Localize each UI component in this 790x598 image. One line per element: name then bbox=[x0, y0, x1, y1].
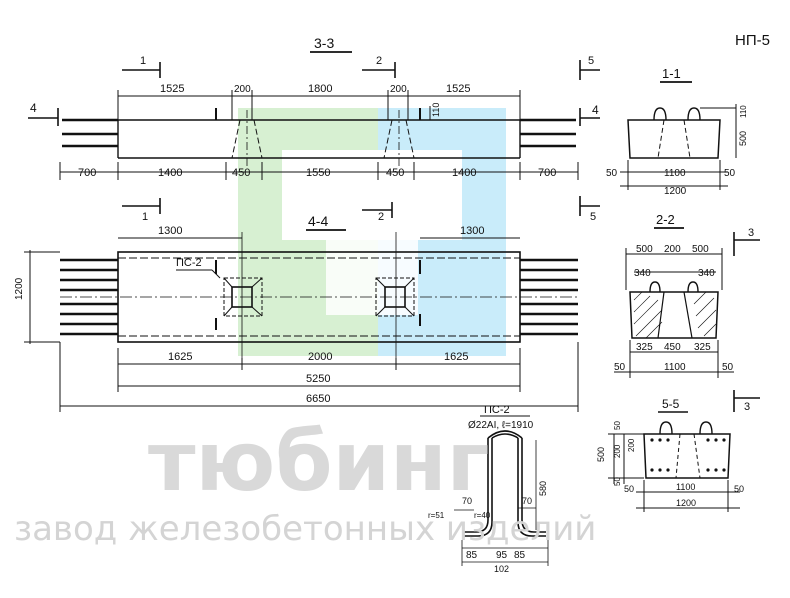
dim-3-3-bottom-1: 1400 bbox=[158, 167, 182, 179]
dim-5-5-side-3: 50 bbox=[613, 421, 622, 430]
rebar-ps2-title: ПС-2 bbox=[484, 404, 510, 416]
cut-mark-5: 5 bbox=[588, 55, 594, 67]
cut-mark-1-lower: 1 bbox=[142, 211, 148, 223]
section-5-5-title: 5-5 bbox=[662, 397, 680, 411]
rebar-dim-85-right: 85 bbox=[514, 550, 526, 561]
dim-4-4-bottom-0: 1625 bbox=[168, 351, 192, 363]
dim-3-3-side: 110 bbox=[431, 103, 441, 117]
dim-1-1-side-1: 500 bbox=[738, 131, 748, 146]
dim-5-5-side-4: 50 bbox=[613, 477, 622, 486]
section-1-1 bbox=[620, 81, 737, 190]
dim-3-3-bottom-4: 450 bbox=[386, 167, 404, 179]
rebar-ps2-spec: Ø22AI, ℓ=1910 bbox=[468, 420, 534, 431]
dim-1-1-1: 1100 bbox=[664, 168, 686, 179]
dim-4-4-overall-1: 6650 bbox=[306, 393, 330, 405]
dim-5-5-base-0: 50 bbox=[624, 484, 634, 494]
section-2-2-labels: 2-2 3 500 200 500 340 340 325 450 325 50… bbox=[614, 212, 754, 373]
section-5-5-labels: 5-5 3 500 200 200 50 50 50 1100 50 1200 bbox=[596, 397, 750, 508]
dim-3-3-bottom-0: 700 bbox=[78, 167, 96, 179]
cut-mark-1: 1 bbox=[140, 55, 146, 67]
section-3-3 bbox=[28, 51, 600, 180]
section-4-4 bbox=[24, 196, 600, 412]
dim-2-2-base-2: 50 bbox=[722, 362, 734, 373]
dim-4-4-height: 1200 bbox=[14, 277, 25, 300]
cut-mark-2: 2 bbox=[376, 55, 382, 67]
section-1-1-labels: 1-1 50 1100 50 1200 110 500 bbox=[606, 66, 748, 197]
rebar-ps2-detail bbox=[454, 415, 549, 566]
section-4-4-title: 4-4 bbox=[308, 213, 328, 229]
rebar-dim-85-left: 85 bbox=[466, 550, 478, 561]
dim-5-5-side-2: 200 bbox=[627, 438, 636, 452]
dim-3-3-top-1: 200 bbox=[234, 84, 251, 95]
section-3-3-labels: 3-3 1 2 5 4 4 1525 200 1800 200 1525 700… bbox=[30, 35, 599, 179]
dim-3-3-bottom-6: 700 bbox=[538, 167, 556, 179]
rebar-dim-70-right: 70 bbox=[522, 496, 532, 506]
dim-5-5-side-0: 500 bbox=[596, 447, 606, 462]
sheet-code: НП-5 bbox=[735, 32, 770, 49]
dim-3-3-bottom-3: 1550 bbox=[306, 167, 330, 179]
dim-4-4-top-0: 1300 bbox=[158, 225, 182, 237]
rebar-dim-r51: r=51 bbox=[428, 511, 445, 520]
dim-2-2-base-1: 1100 bbox=[664, 362, 686, 373]
rebar-ps2-labels: ПС-2 Ø22AI, ℓ=1910 580 70 70 r=51 r=40 8… bbox=[428, 404, 548, 574]
rebar-dim-580: 580 bbox=[538, 481, 548, 496]
dim-2-2-top-2: 500 bbox=[692, 244, 709, 255]
dim-4-4-top-1: 1300 bbox=[460, 225, 484, 237]
watermark-brand: тюбинг bbox=[148, 415, 489, 510]
dim-3-3-top-4: 1525 bbox=[446, 83, 470, 95]
dim-5-5-base-1: 1100 bbox=[676, 482, 695, 492]
dim-3-3-top-0: 1525 bbox=[160, 83, 184, 95]
rebar-label-ps2: ПС-2 bbox=[176, 257, 202, 269]
rebar-dim-102: 102 bbox=[494, 564, 509, 574]
dim-3-3-bottom-5: 1400 bbox=[452, 167, 476, 179]
rebar-dim-95: 95 bbox=[496, 550, 508, 561]
dim-1-1-side-0: 110 bbox=[739, 105, 748, 118]
watermark-tagline: завод железобетонных изделий bbox=[14, 509, 596, 549]
cut-mark-3-lower: 3 bbox=[744, 401, 750, 413]
section-5-5 bbox=[608, 390, 760, 512]
dim-2-2-low-1: 450 bbox=[664, 342, 681, 353]
dim-4-4-bottom-1: 2000 bbox=[308, 351, 332, 363]
cut-mark-5-lower: 5 bbox=[590, 211, 596, 223]
dim-4-4-bottom-2: 1625 bbox=[444, 351, 468, 363]
dim-1-1-2: 50 bbox=[724, 168, 736, 179]
dim-4-4-overall-0: 5250 bbox=[306, 373, 330, 385]
dim-2-2-low-0: 325 bbox=[636, 342, 653, 353]
section-3-3-title: 3-3 bbox=[314, 35, 334, 51]
dim-5-5-side-1: 200 bbox=[613, 444, 622, 458]
section-1-1-title: 1-1 bbox=[662, 66, 681, 81]
dim-3-3-top-2: 1800 bbox=[308, 83, 332, 95]
cut-mark-4-left: 4 bbox=[30, 101, 37, 115]
rebar-dim-70-left: 70 bbox=[462, 496, 472, 506]
rebar-dim-r40: r=40 bbox=[474, 511, 491, 520]
dim-2-2-mid-0: 340 bbox=[634, 268, 651, 279]
section-4-4-labels: 4-4 1 2 5 ПС-2 1300 1300 1625 2000 1625 … bbox=[14, 211, 596, 405]
dim-1-1-3: 1200 bbox=[664, 186, 687, 197]
dim-2-2-low-2: 325 bbox=[694, 342, 711, 353]
dim-3-3-bottom-2: 450 bbox=[232, 167, 250, 179]
cut-mark-4-right: 4 bbox=[592, 103, 599, 117]
dim-3-3-top-3: 200 bbox=[390, 84, 407, 95]
dim-5-5-base-3: 1200 bbox=[676, 498, 696, 508]
section-2-2 bbox=[614, 227, 760, 378]
dim-1-1-0: 50 bbox=[606, 168, 618, 179]
dim-5-5-base-2: 50 bbox=[734, 484, 744, 494]
cut-mark-3-upper: 3 bbox=[748, 227, 754, 239]
cut-mark-2-lower: 2 bbox=[378, 211, 384, 223]
section-2-2-title: 2-2 bbox=[656, 212, 675, 227]
dim-2-2-top-1: 200 bbox=[664, 244, 681, 255]
dim-2-2-mid-1: 340 bbox=[698, 268, 715, 279]
dim-2-2-top-0: 500 bbox=[636, 244, 653, 255]
dim-2-2-base-0: 50 bbox=[614, 362, 626, 373]
